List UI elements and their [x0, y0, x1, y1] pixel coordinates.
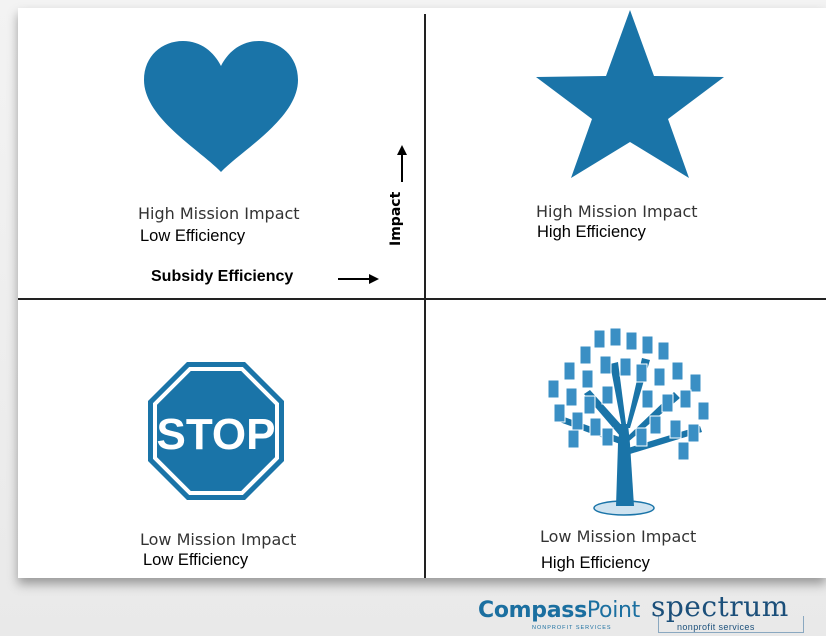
matrix-panel: High Mission Impact Low Efficiency High …	[18, 8, 826, 578]
star-icon	[536, 10, 724, 178]
compasspoint-tagline: NONPROFIT SERVICES	[532, 625, 612, 631]
spectrum-logo-frame	[658, 616, 804, 633]
spectrum-tagline: nonprofit services	[677, 622, 755, 632]
compasspoint-logo-part-a: Compass	[478, 598, 587, 623]
footer-logos: CompassPoint NONPROFIT SERVICES spectrum…	[470, 590, 826, 636]
stop-sign-text: STOP	[156, 410, 275, 459]
top-left-subtitle: Low Efficiency	[140, 227, 246, 245]
horizontal-divider	[18, 298, 826, 300]
money-tree-icon	[547, 327, 710, 516]
bottom-right-subtitle: High Efficiency	[541, 554, 650, 572]
x-axis-label: Subsidy Efficiency	[151, 268, 294, 285]
y-axis-arrow-icon	[397, 145, 407, 182]
stop-sign-icon: STOP	[148, 362, 284, 500]
y-axis-label: Impact	[388, 191, 404, 246]
x-axis-arrow-icon	[338, 274, 379, 284]
bottom-left-subtitle: Low Efficiency	[143, 551, 249, 569]
top-right-title: High Mission Impact	[536, 202, 698, 221]
compasspoint-logo: CompassPoint	[478, 598, 640, 623]
top-left-title: High Mission Impact	[138, 204, 300, 223]
spectrum-logo: spectrum	[651, 590, 789, 623]
heart-icon	[144, 41, 298, 172]
compasspoint-logo-part-b: Point	[586, 598, 640, 623]
bottom-left-title: Low Mission Impact	[140, 530, 297, 549]
top-right-subtitle: High Efficiency	[537, 223, 646, 241]
vertical-divider	[424, 14, 426, 578]
bottom-right-title: Low Mission Impact	[540, 527, 697, 546]
